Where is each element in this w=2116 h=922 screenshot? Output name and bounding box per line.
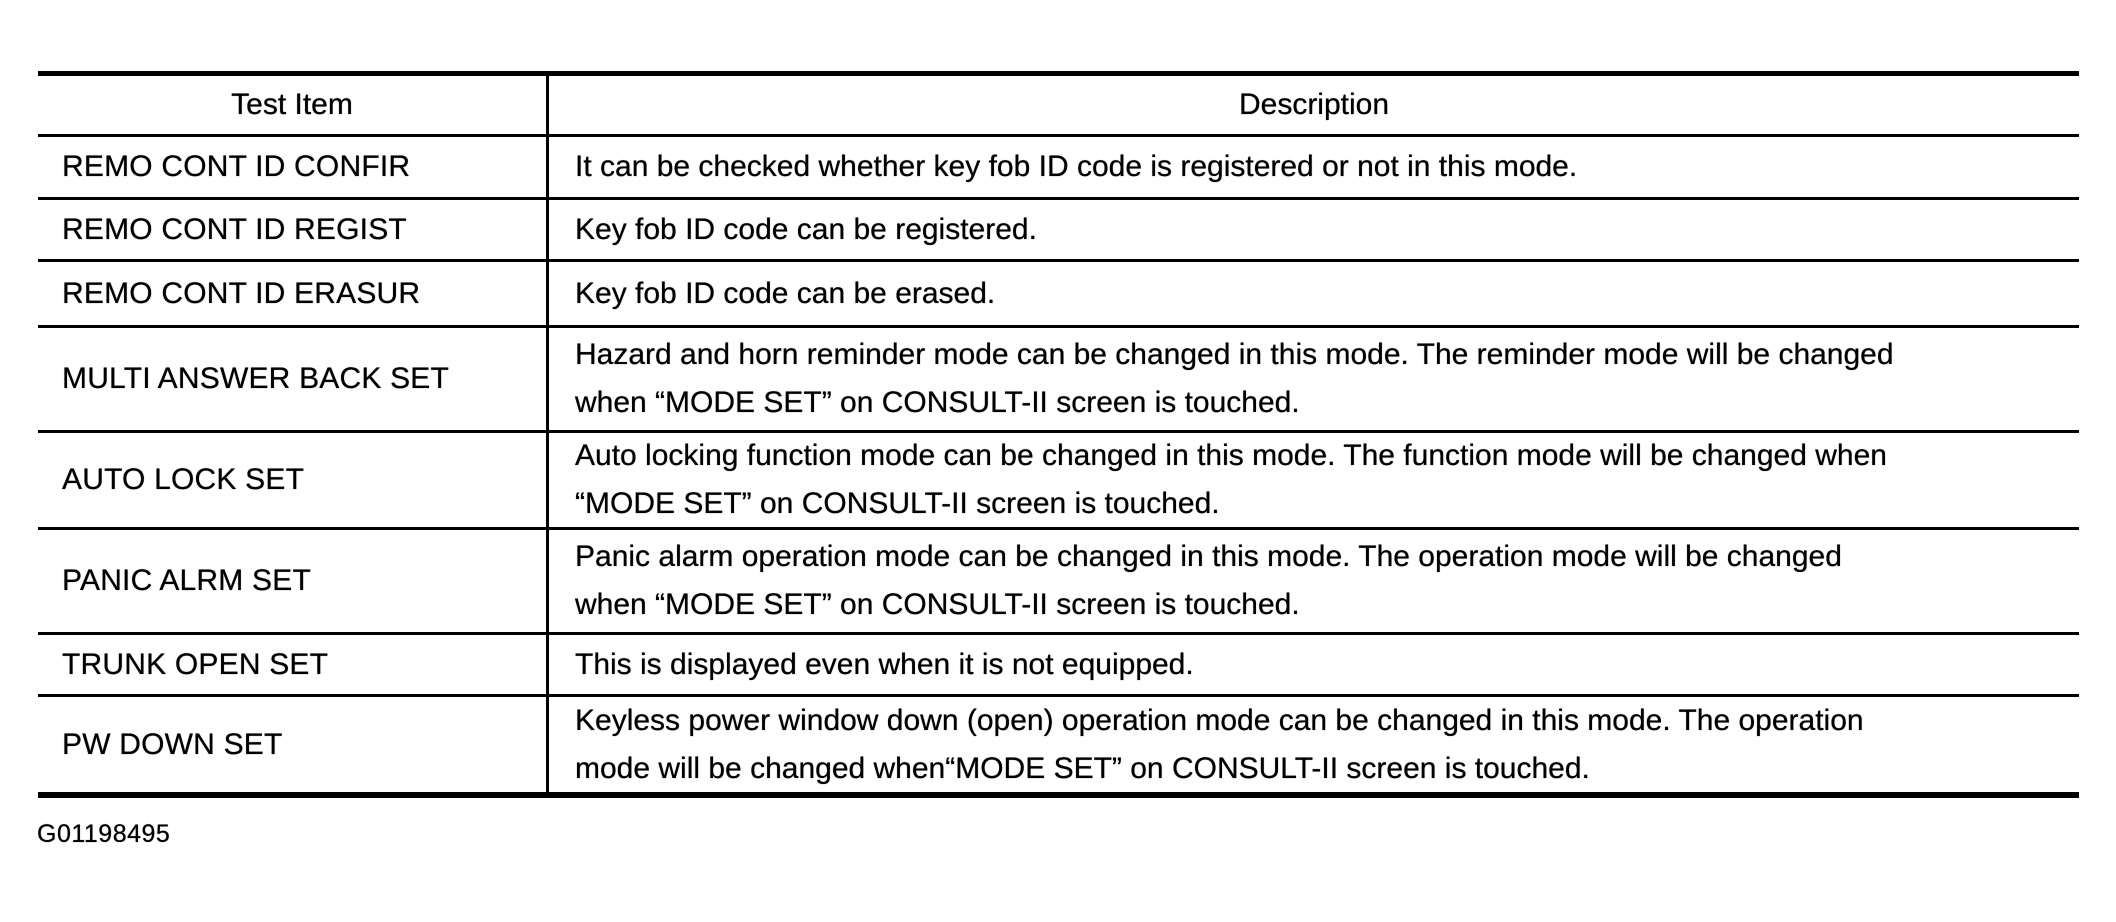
table-row: REMO CONT ID ERASUR Key fob ID code can … xyxy=(38,262,2079,328)
test-item-cell: PW DOWN SET xyxy=(38,697,549,792)
test-item-cell: TRUNK OPEN SET xyxy=(38,635,549,694)
test-item-cell: REMO CONT ID CONFIR xyxy=(38,137,549,197)
table-row: TRUNK OPEN SET This is displayed even wh… xyxy=(38,635,2079,697)
test-item-table: Test Item Description REMO CONT ID CONFI… xyxy=(38,71,2079,798)
description-cell: Keyless power window down (open) operati… xyxy=(575,703,1864,785)
column-header-description: Description xyxy=(1238,88,1390,121)
description-cell: Key fob ID code can be erased. xyxy=(575,276,996,310)
test-item-cell: PANIC ALRM SET xyxy=(38,530,549,632)
table-row: REMO CONT ID REGIST Key fob ID code can … xyxy=(38,200,2079,262)
table-header-row: Test Item Description xyxy=(38,76,2079,137)
column-header-test-item: Test Item xyxy=(38,76,549,134)
table-row: PANIC ALRM SET Panic alarm operation mod… xyxy=(38,530,2079,635)
table-row: AUTO LOCK SET Auto locking function mode… xyxy=(38,433,2079,530)
description-cell: Panic alarm operation mode can be change… xyxy=(575,540,1842,621)
table-row: PW DOWN SET Keyless power window down (o… xyxy=(38,697,2079,792)
test-item-cell: AUTO LOCK SET xyxy=(38,433,549,527)
description-cell: It can be checked whether key fob ID cod… xyxy=(575,150,1578,183)
description-cell: Hazard and horn reminder mode can be cha… xyxy=(575,338,1894,419)
test-item-cell: REMO CONT ID ERASUR xyxy=(38,262,549,325)
table-row: MULTI ANSWER BACK SET Hazard and horn re… xyxy=(38,328,2079,433)
figure-id: G01198495 xyxy=(37,820,171,848)
test-item-cell: REMO CONT ID REGIST xyxy=(38,200,549,259)
description-cell: This is displayed even when it is not eq… xyxy=(575,647,1194,681)
table-row: REMO CONT ID CONFIR It can be checked wh… xyxy=(38,137,2079,200)
description-cell: Key fob ID code can be registered. xyxy=(575,212,1037,246)
description-cell: Auto locking function mode can be change… xyxy=(575,439,1887,520)
test-item-cell: MULTI ANSWER BACK SET xyxy=(38,328,549,430)
